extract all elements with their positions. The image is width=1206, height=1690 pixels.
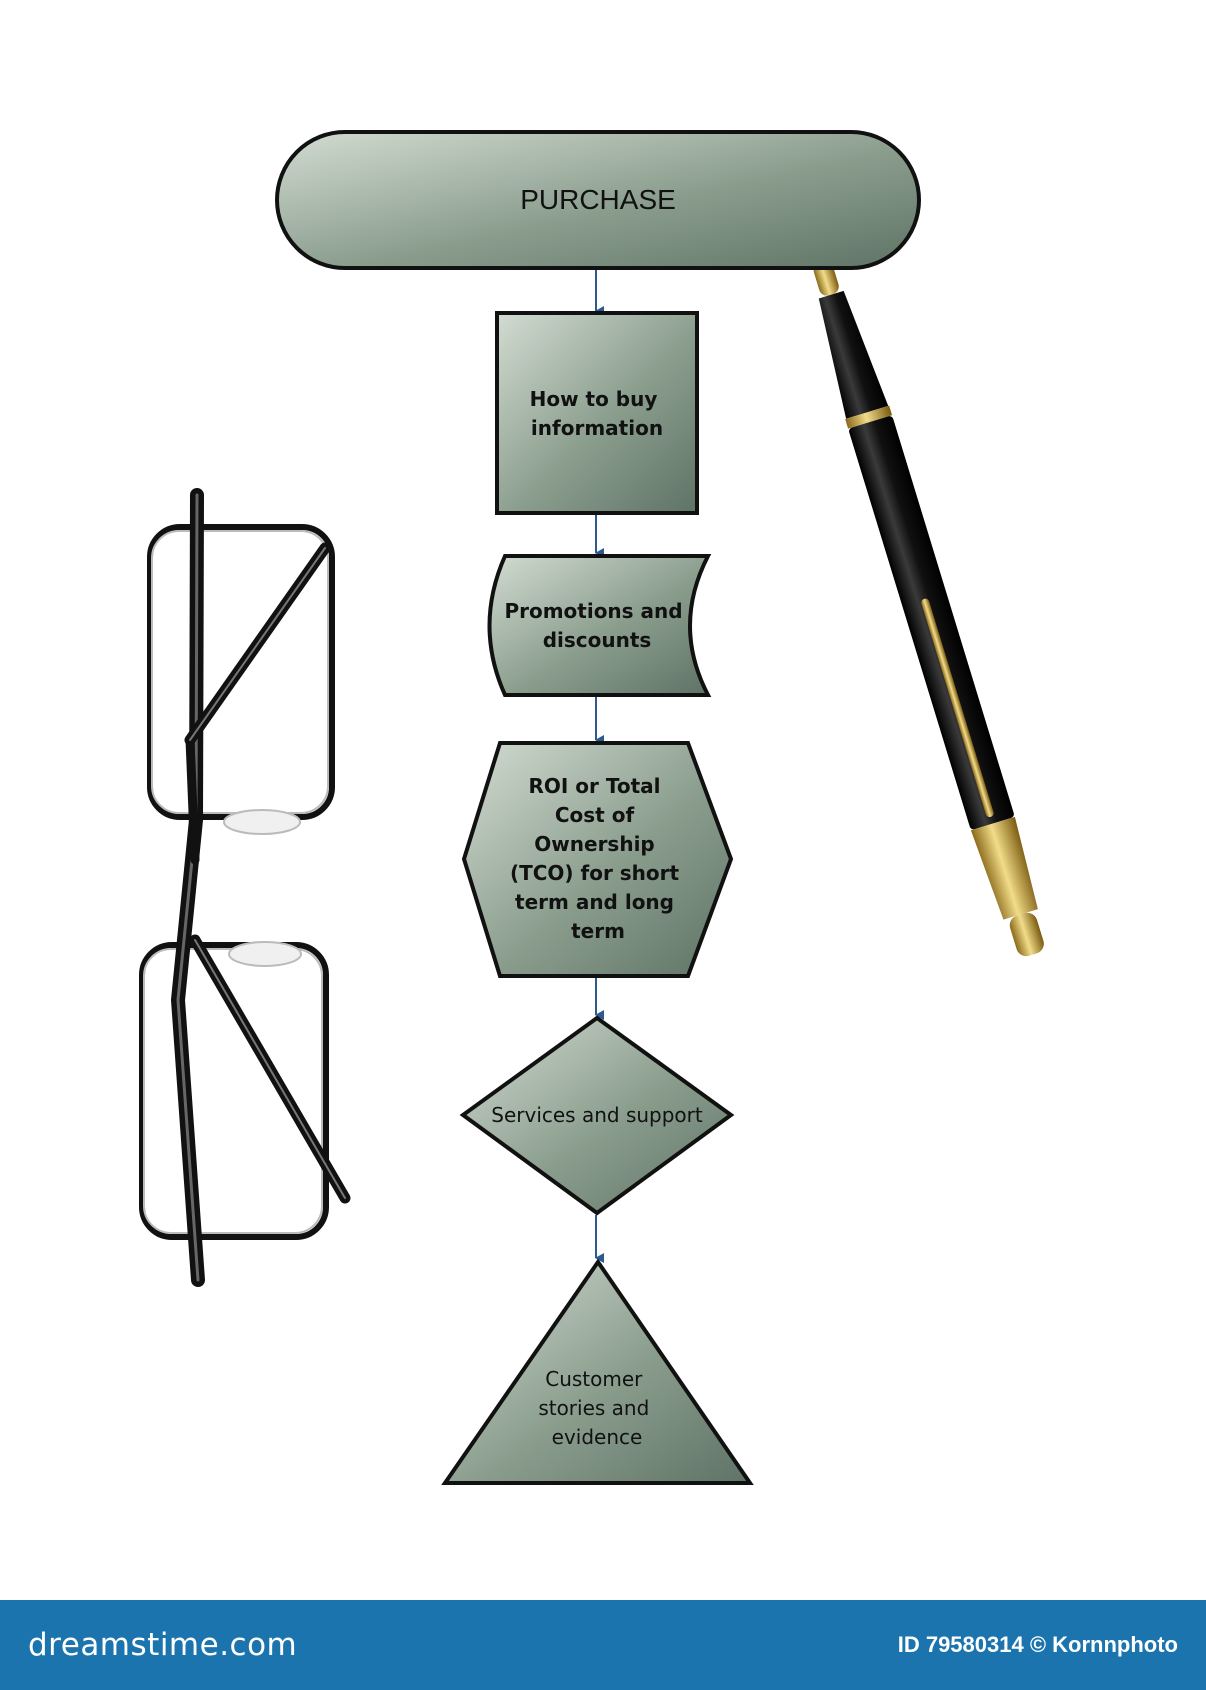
node-label-line: ROI or Total [529,774,661,798]
node-customer-label: Customer stories and evidence [538,1367,655,1449]
node-label-line: Services and support [491,1103,703,1127]
node-label-line: stories and [538,1396,649,1420]
footer-brand: dreamstime.com [28,1627,298,1663]
node-customer: Customer stories and evidence [441,1258,754,1485]
node-roi: ROI or Total Cost of Ownership (TCO) for… [461,741,734,978]
node-purchase-label: PURCHASE [520,184,676,215]
node-label-line: term [571,919,625,943]
node-label-line: discounts [543,628,652,652]
node-services-label: Services and support [491,1103,703,1127]
node-purchase: PURCHASE [275,130,921,270]
node-label-line: Cost of [555,803,635,827]
node-how-to-buy-label: How to buy information [530,387,665,440]
footer-credit: ID 79580314 © Kornnphoto [897,1632,1178,1657]
node-label-line: Promotions and [504,599,682,623]
eyeglasses-icon [139,488,351,1287]
node-label-line: How to buy [530,387,658,411]
node-services: Services and support [459,1015,735,1216]
node-label-line: Customer [545,1367,643,1391]
diagram-stage: PURCHASE How to buy information Promotio… [139,130,1044,1485]
node-label-line: (TCO) for short [510,861,680,885]
node-label-line: PURCHASE [520,184,676,215]
flowchart-diagram: PURCHASE How to buy information Promotio… [139,130,1044,1485]
node-label-line: term and long [515,890,674,914]
node-roi-label: ROI or Total Cost of Ownership (TCO) for… [510,774,686,943]
watermark-footer-bar: dreamstime.com ID 79580314 © Kornnphoto [0,1600,1206,1690]
node-promotions: Promotions and discounts [487,554,712,697]
node-promotions-label: Promotions and discounts [504,599,689,652]
node-label-line: information [531,416,663,440]
node-label-line: Ownership [534,832,654,856]
node-label-line: evidence [552,1425,643,1449]
ballpoint-pen-icon [813,245,1044,957]
node-how-to-buy: How to buy information [495,311,699,515]
